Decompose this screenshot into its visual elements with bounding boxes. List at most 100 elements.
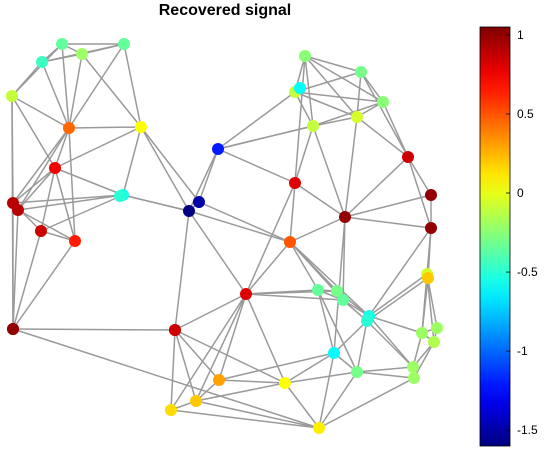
graph-node (299, 50, 311, 62)
graph-edge (54, 126, 142, 169)
graph-edge (304, 55, 314, 127)
graph-edge (12, 328, 320, 429)
graph-edge (368, 315, 414, 368)
graph-edge (218, 352, 335, 381)
graph-edge (312, 101, 384, 127)
chart-title: Recovered signal (158, 2, 292, 19)
graph-edge (54, 167, 76, 242)
graph-edge (284, 371, 358, 384)
graph-node (63, 122, 75, 134)
colorbar-ticks: 10.50-0.5-1-1.5 (506, 28, 538, 437)
graph-node (279, 377, 291, 389)
graph-node (193, 196, 205, 208)
graph-edge (12, 240, 76, 330)
graph-node (402, 151, 414, 163)
graph-edge (170, 409, 320, 429)
graph-edge (174, 329, 286, 384)
graph-edge (366, 320, 414, 368)
graph-edge (344, 216, 432, 229)
graph-node (312, 284, 324, 296)
graph-edge (294, 182, 346, 218)
graph-edge (342, 216, 346, 301)
graph-edge (11, 61, 43, 97)
graph-node (407, 361, 419, 373)
graph-node (294, 82, 306, 94)
graph-edge (304, 55, 362, 73)
graph-edge (317, 289, 358, 373)
graph-node (212, 143, 224, 155)
graph-edge (140, 126, 190, 212)
graph-edge (122, 194, 190, 212)
graph-edge (317, 289, 335, 354)
graph-node (36, 56, 48, 68)
graph-node (408, 372, 420, 384)
graph-edge (294, 55, 306, 184)
graph-edge (312, 125, 346, 218)
graph-edge (421, 277, 429, 334)
graph-edge (333, 320, 368, 354)
graph-edge (54, 167, 124, 196)
graph-node (339, 211, 351, 223)
graph-edge (170, 293, 247, 411)
graph-edge (40, 194, 124, 232)
graph-edge (294, 91, 384, 103)
graph-edge (195, 400, 320, 429)
graph-node (213, 374, 225, 386)
graph-edge (218, 379, 286, 384)
graph-edge (11, 95, 56, 169)
graph-edge (217, 91, 296, 150)
colorbar-tick-label: -1 (517, 344, 528, 358)
graph-edge (218, 293, 247, 381)
graph-edge (318, 377, 415, 429)
graph-edge (68, 127, 76, 242)
graph-edge (312, 116, 358, 127)
graph-node (35, 225, 47, 237)
graph-edge (245, 293, 344, 301)
graph-edge (68, 43, 125, 129)
graph-node (49, 162, 61, 174)
graph-edge (360, 71, 409, 158)
graph-edge (17, 127, 70, 211)
graph-node (351, 366, 363, 378)
graph-edge (217, 148, 296, 184)
graph-edge (318, 352, 335, 429)
graph-node (190, 395, 202, 407)
graph-node (425, 189, 437, 201)
graph-edge (41, 61, 70, 129)
graph-node (431, 322, 443, 334)
graph-node (377, 96, 389, 108)
graph-edge (368, 273, 428, 317)
graph-edge (368, 315, 423, 334)
graph-node (284, 236, 296, 248)
graph-edge (294, 91, 314, 127)
graph-edge (289, 182, 296, 243)
graph-edge (81, 53, 142, 128)
graph-edge (245, 293, 286, 384)
graph-node (114, 190, 126, 202)
colorbar-tick-label: -0.5 (517, 265, 538, 279)
graph-edge (318, 371, 358, 429)
graph-node (169, 324, 181, 336)
graph-node (69, 235, 81, 247)
graph-edge (344, 156, 409, 218)
graph-node (118, 38, 130, 50)
graph-edge (40, 167, 56, 232)
colorbar-gradient (479, 26, 511, 447)
graph-edge (284, 352, 335, 384)
graph-edge (195, 382, 286, 402)
graph-node (307, 120, 319, 132)
graph-edge (217, 125, 314, 150)
graph-edge (368, 227, 432, 317)
graph-edge (68, 126, 142, 129)
graph-edge (170, 329, 176, 411)
graph-node (416, 327, 428, 339)
graph-edge (356, 320, 368, 373)
graph-edge (245, 182, 296, 295)
graph-edge (294, 91, 358, 118)
colorbar-tick-label: 0 (517, 186, 524, 200)
graph-node (337, 294, 349, 306)
graph-edge (294, 71, 362, 93)
graph-edge (304, 55, 358, 118)
graph-node (313, 422, 325, 434)
